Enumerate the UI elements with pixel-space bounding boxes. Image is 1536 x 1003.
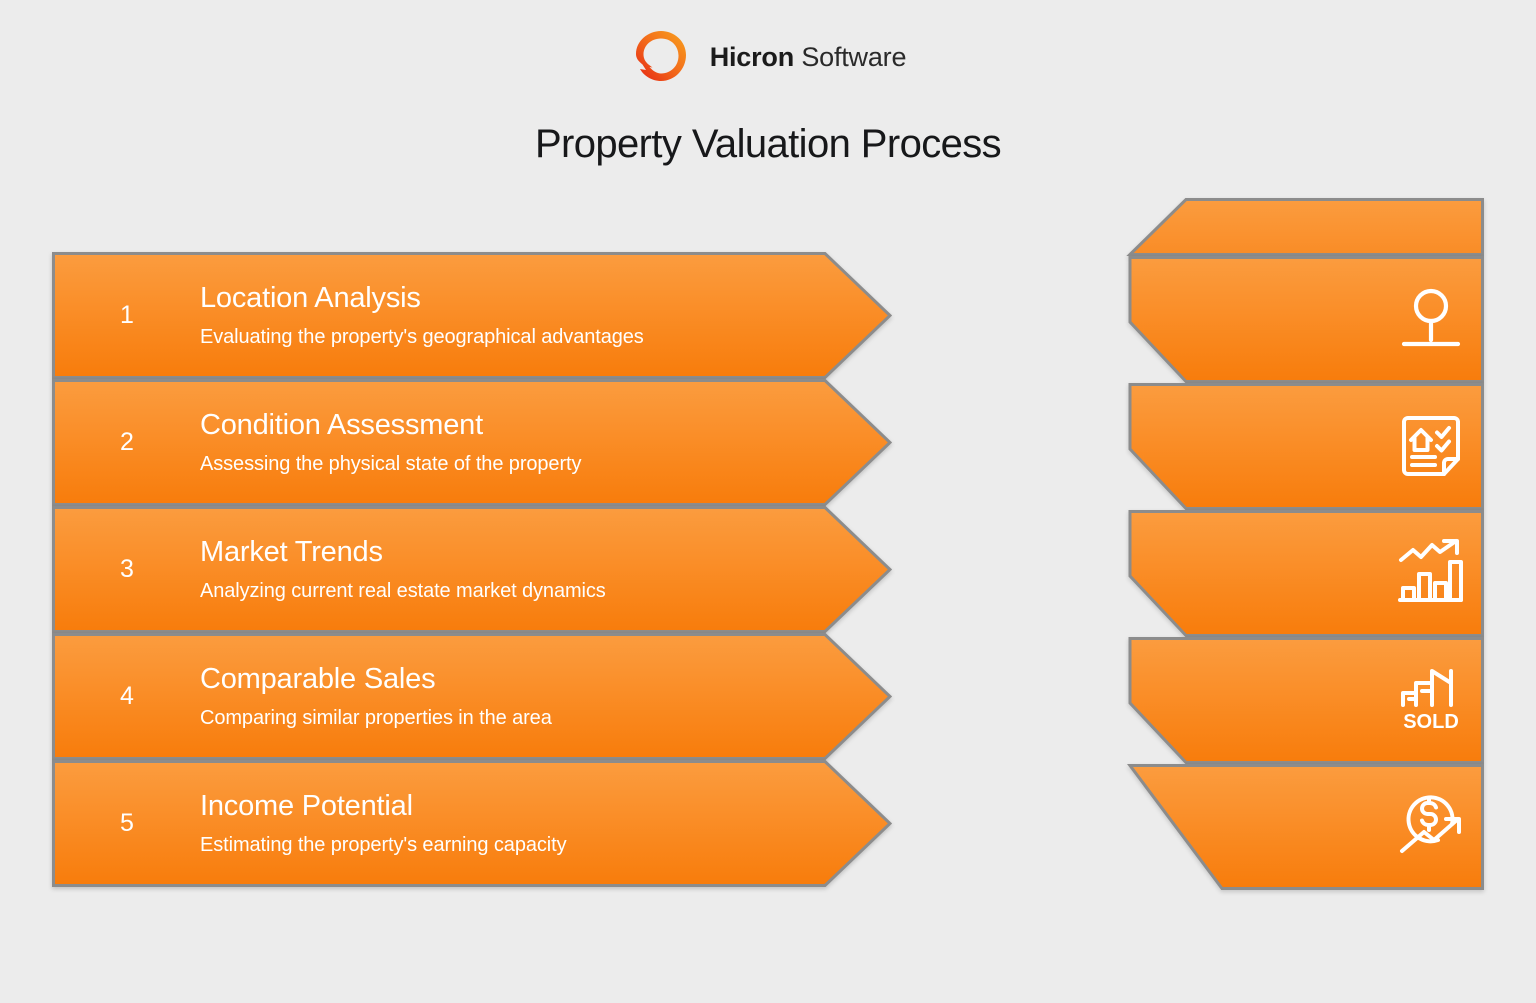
step-text-block-2: Condition Assessment Assessing the physi… (200, 379, 581, 506)
step-row-1[interactable]: 1 Location Analysis Evaluating the prope… (52, 252, 892, 379)
step-number: 1 (120, 301, 134, 329)
brand-name-bold: Hicron (709, 41, 795, 72)
step-text-block-3: Market Trends Analyzing current real est… (200, 506, 606, 633)
sold-label: SOLD (1403, 711, 1459, 733)
step-row-4[interactable]: 4 Comparable Sales Comparing similar pro… (52, 633, 892, 760)
location-pin-icon (1394, 282, 1468, 356)
bar-chart-trend-up-icon (1394, 536, 1468, 610)
step-description: Assessing the physical state of the prop… (200, 452, 582, 475)
step-description: Evaluating the property's geographical a… (200, 325, 644, 348)
arrow-shape-3 (52, 506, 892, 633)
step-title: Market Trends (200, 536, 383, 569)
arrow-shape-5 (52, 760, 892, 887)
step-description: Comparing similar properties in the area (200, 706, 552, 729)
sold-building-icon: SOLD (1394, 661, 1468, 735)
step-text-block-5: Income Potential Estimating the property… (200, 760, 567, 887)
step-row-2[interactable]: 2 Condition Assessment Assessing the phy… (52, 379, 892, 506)
step-number: 4 (120, 682, 134, 710)
arrow-shape-1 (52, 252, 892, 379)
step-title: Comparable Sales (200, 663, 436, 696)
chevron-row-2[interactable] (1124, 383, 1484, 510)
process-steps-list: 1 Location Analysis Evaluating the prope… (52, 252, 892, 888)
arrow-shape-4 (52, 633, 892, 760)
step-icons-panel: SOLD (1124, 198, 1484, 890)
chevron-row-4[interactable]: SOLD (1124, 637, 1484, 764)
brand-name: Hicron Software (710, 42, 907, 73)
step-title: Location Analysis (200, 282, 421, 315)
step-description: Analyzing current real estate market dyn… (200, 579, 606, 602)
arrow-shape-2 (52, 379, 892, 506)
step-number: 5 (120, 809, 134, 837)
step-number: 2 (120, 428, 134, 456)
step-row-3[interactable]: 3 Market Trends Analyzing current real e… (52, 506, 892, 633)
chevron-row-3[interactable] (1124, 510, 1484, 637)
chevron-row-5[interactable] (1124, 764, 1484, 890)
brand-name-light: Software (794, 41, 907, 72)
brand-logo: Hicron Software (0, 26, 1536, 88)
page-title: Property Valuation Process (534, 122, 1002, 166)
step-title: Condition Assessment (200, 409, 483, 442)
step-description: Estimating the property's earning capaci… (200, 833, 567, 856)
step-number: 3 (120, 555, 134, 583)
chevron-cap-top (1124, 198, 1484, 256)
step-text-block-1: Location Analysis Evaluating the propert… (200, 252, 644, 379)
step-text-block-4: Comparable Sales Comparing similar prope… (200, 633, 552, 760)
step-title: Income Potential (200, 790, 413, 823)
step-row-5[interactable]: 5 Income Potential Estimating the proper… (52, 760, 892, 887)
hicron-ring-logo-icon (630, 26, 692, 88)
house-checklist-document-icon (1394, 409, 1468, 483)
chevron-row-1[interactable] (1124, 256, 1484, 383)
dollar-growth-arrow-icon (1394, 786, 1468, 860)
